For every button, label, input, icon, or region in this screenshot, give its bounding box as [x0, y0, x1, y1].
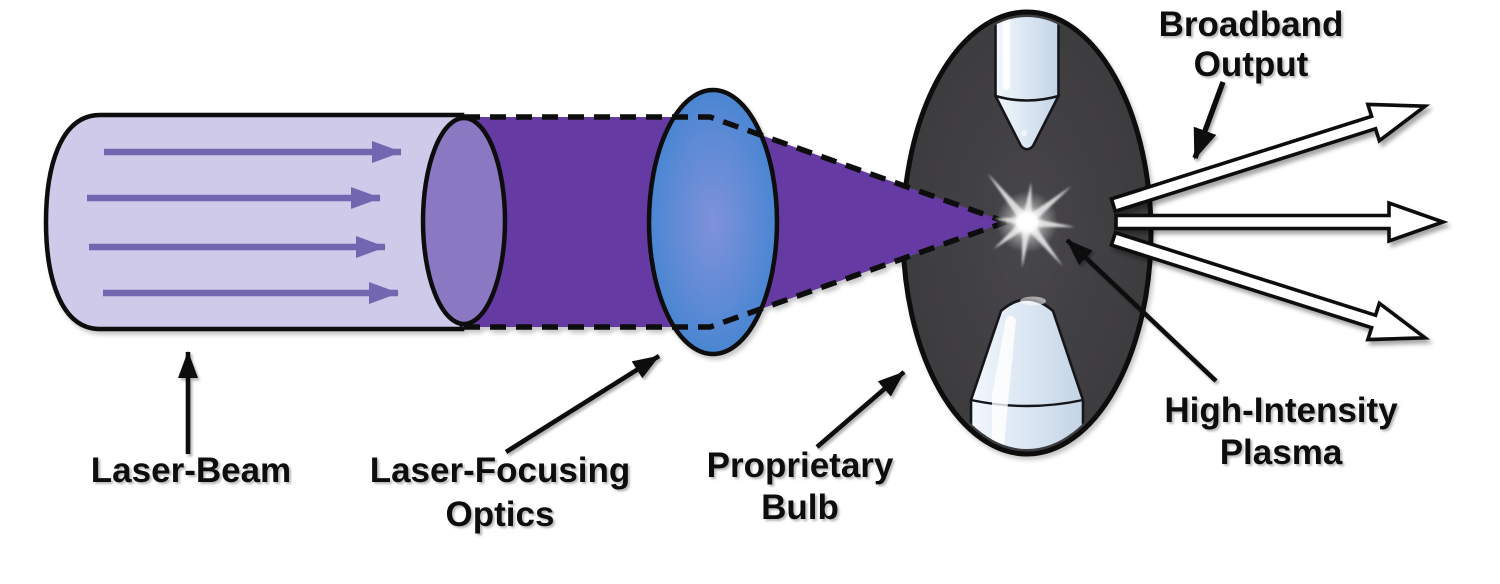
broadband-callout-arrow	[1192, 81, 1226, 160]
cylinder-beam-arrows	[87, 141, 402, 304]
focusing-lens	[646, 87, 780, 357]
label-proprietary-bulb-2: Bulb	[761, 488, 839, 527]
label-broadband-output: Broadband	[1159, 5, 1344, 44]
output-arrow-icon	[1109, 102, 1431, 214]
cylinder-end-cap	[420, 115, 508, 327]
electrode-highlight	[1002, 17, 1010, 90]
beam-envelope-dashed-bottom	[464, 219, 1007, 330]
label-high-intensity: High-Intensity	[1164, 391, 1398, 430]
bottom-electrode	[969, 296, 1085, 449]
plasma-callout-arrow	[1065, 238, 1218, 383]
label-laser-focusing-2: Optics	[446, 495, 555, 534]
label-laser-focusing: Laser-Focusing	[370, 451, 631, 490]
laser-focusing-callout-arrow	[504, 354, 661, 454]
label-laser-beam: Laser-Beam	[91, 451, 291, 490]
broadband-output-arrows	[1109, 102, 1449, 342]
electrode-highlight	[992, 315, 1016, 449]
proprietary-bulb-callout-arrow	[815, 370, 906, 449]
label-proprietary-bulb: Proprietary	[707, 446, 894, 485]
output-arrow-icon	[1114, 200, 1449, 244]
output-arrow-icon	[1109, 230, 1431, 342]
label-broadband-output-2: Output	[1194, 45, 1309, 84]
top-electrode	[993, 17, 1061, 151]
laser-beam-cylinder	[43, 112, 465, 332]
label-high-intensity-2: Plasma	[1220, 433, 1343, 472]
beam-envelope-dashed-top	[464, 114, 1007, 225]
